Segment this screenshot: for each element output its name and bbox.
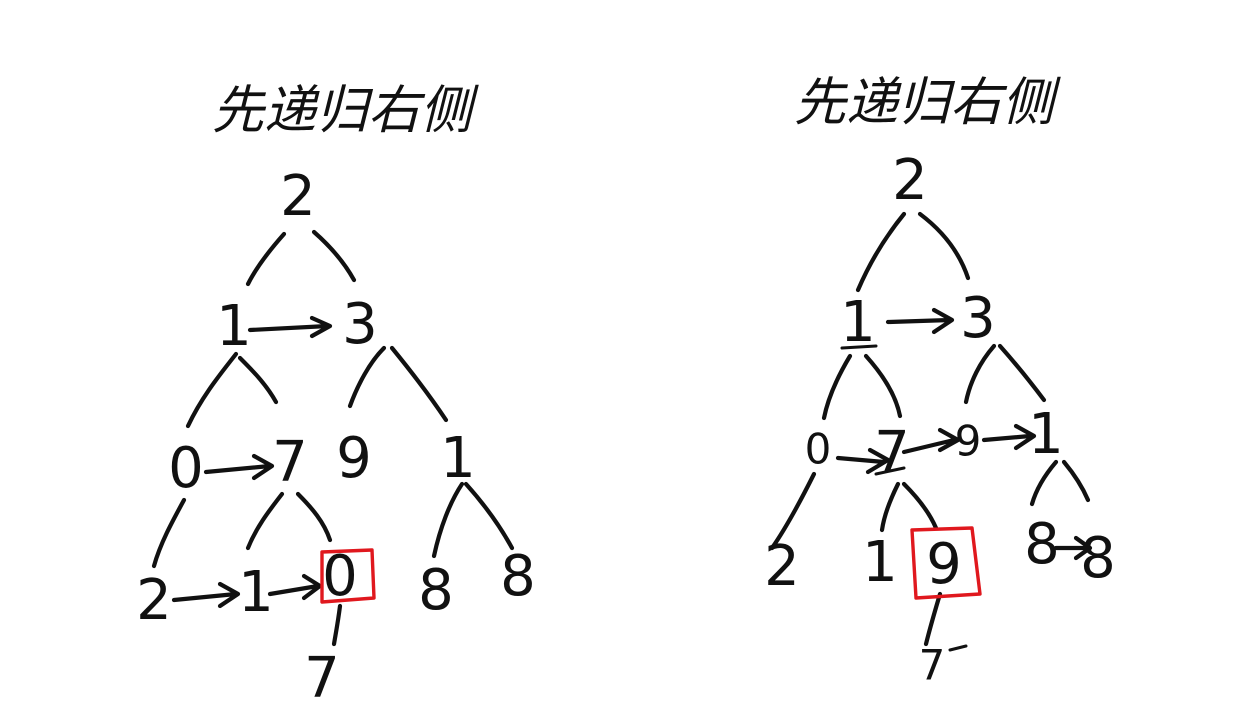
tree-right-edge-3-1 [997,343,1047,403]
tree-right-tick-7 [874,466,906,476]
tree-left-node-2d: 1 [440,426,476,491]
tree-right-title: 先递归右侧 [794,73,1061,133]
tree-right-arrow-9-1 [981,423,1037,451]
tree-right-stroke-7 [948,644,968,652]
tree-right-edge-3-9 [963,343,997,405]
tree-right-edge-0-2 [769,471,817,551]
tree-left-arrow-2-1 [171,581,241,609]
tree-right-node-3d: 8 [1024,512,1060,577]
tree-left-edge-3-9 [347,345,387,409]
tree-right-arrow-0-7 [835,447,891,475]
tree-left-node-root: 2 [280,164,316,229]
tree-left-arrow-1-3 [247,315,333,339]
tree-right-node-3b: 1 [862,530,898,595]
tree-right-arrow-1-3 [885,307,955,335]
tree-left-edge-1-8a [431,481,465,559]
tree-right-node-1-left: 1 [840,290,876,355]
tree-right-node-4a: 7 [919,641,946,690]
tree-right-edge-7-9 [901,481,939,531]
tree-left-edge-0-7 [331,603,343,647]
tree-left-edge-7-1 [245,491,285,551]
tree-right: 先递归右侧 2 1 3 0 7 9 1 2 1 9 8 8 7 [764,73,1116,690]
tree-left-node-2b: 7 [272,430,308,495]
tree-left-edge-1-0 [185,351,239,429]
tree-left-edge-3-1 [389,345,449,423]
tree-right-arrow-8-8 [1053,535,1093,561]
tree-right-node-1-right: 3 [960,286,996,351]
tree-right-edge-root-right [917,211,971,281]
tree-left-edge-7-0 [295,491,333,543]
tree-right-highlight-box [910,526,982,600]
tree-left-node-1-right: 3 [342,292,378,357]
tree-left-edge-root-right [311,229,357,283]
tree-left-node-2c: 9 [336,426,372,491]
tree-right-node-3e: 8 [1080,526,1116,591]
tree-left-node-3d: 8 [418,558,454,623]
tree-right-edge-1-8a [1029,459,1059,507]
tree-left-node-3b: 1 [238,560,274,625]
tree-left-arrow-1-0 [267,573,323,601]
tree-right-node-root: 2 [892,148,928,213]
tree-right-edge-1-0 [821,353,853,421]
tree-right-edge-1-7 [863,353,903,419]
tree-left-edge-1-8b [463,481,515,551]
tree-left-edge-1-7 [237,355,279,405]
tree-right-edge-7-1 [879,481,901,533]
tree-left-highlight-box [320,548,376,604]
tree-left-arrow-0-7 [203,453,275,481]
tree-left-node-4a: 7 [304,646,340,711]
tree-left: 先递归右侧 2 1 3 0 7 9 1 2 1 0 8 8 7 [136,81,536,711]
tree-left-node-2a: 0 [168,436,204,501]
tree-right-edge-root-left [855,211,907,293]
tree-right-arrow-7-9 [901,427,961,455]
tree-right-node-3c: 9 [926,532,962,597]
tree-right-edge-9-7 [923,591,943,647]
tree-left-node-3a: 2 [136,568,172,633]
tree-left-node-1-left: 1 [216,294,252,359]
tree-right-node-2a: 0 [805,425,832,474]
tree-left-edge-0-2 [151,497,187,569]
tree-left-title: 先递归右侧 [212,81,479,141]
tree-right-tick-1 [840,344,878,350]
tree-right-node-3a: 2 [764,534,800,599]
tree-right-edge-1-8b [1061,459,1091,503]
tree-left-node-3e: 8 [500,544,536,609]
tree-left-edge-root-left [245,231,287,287]
